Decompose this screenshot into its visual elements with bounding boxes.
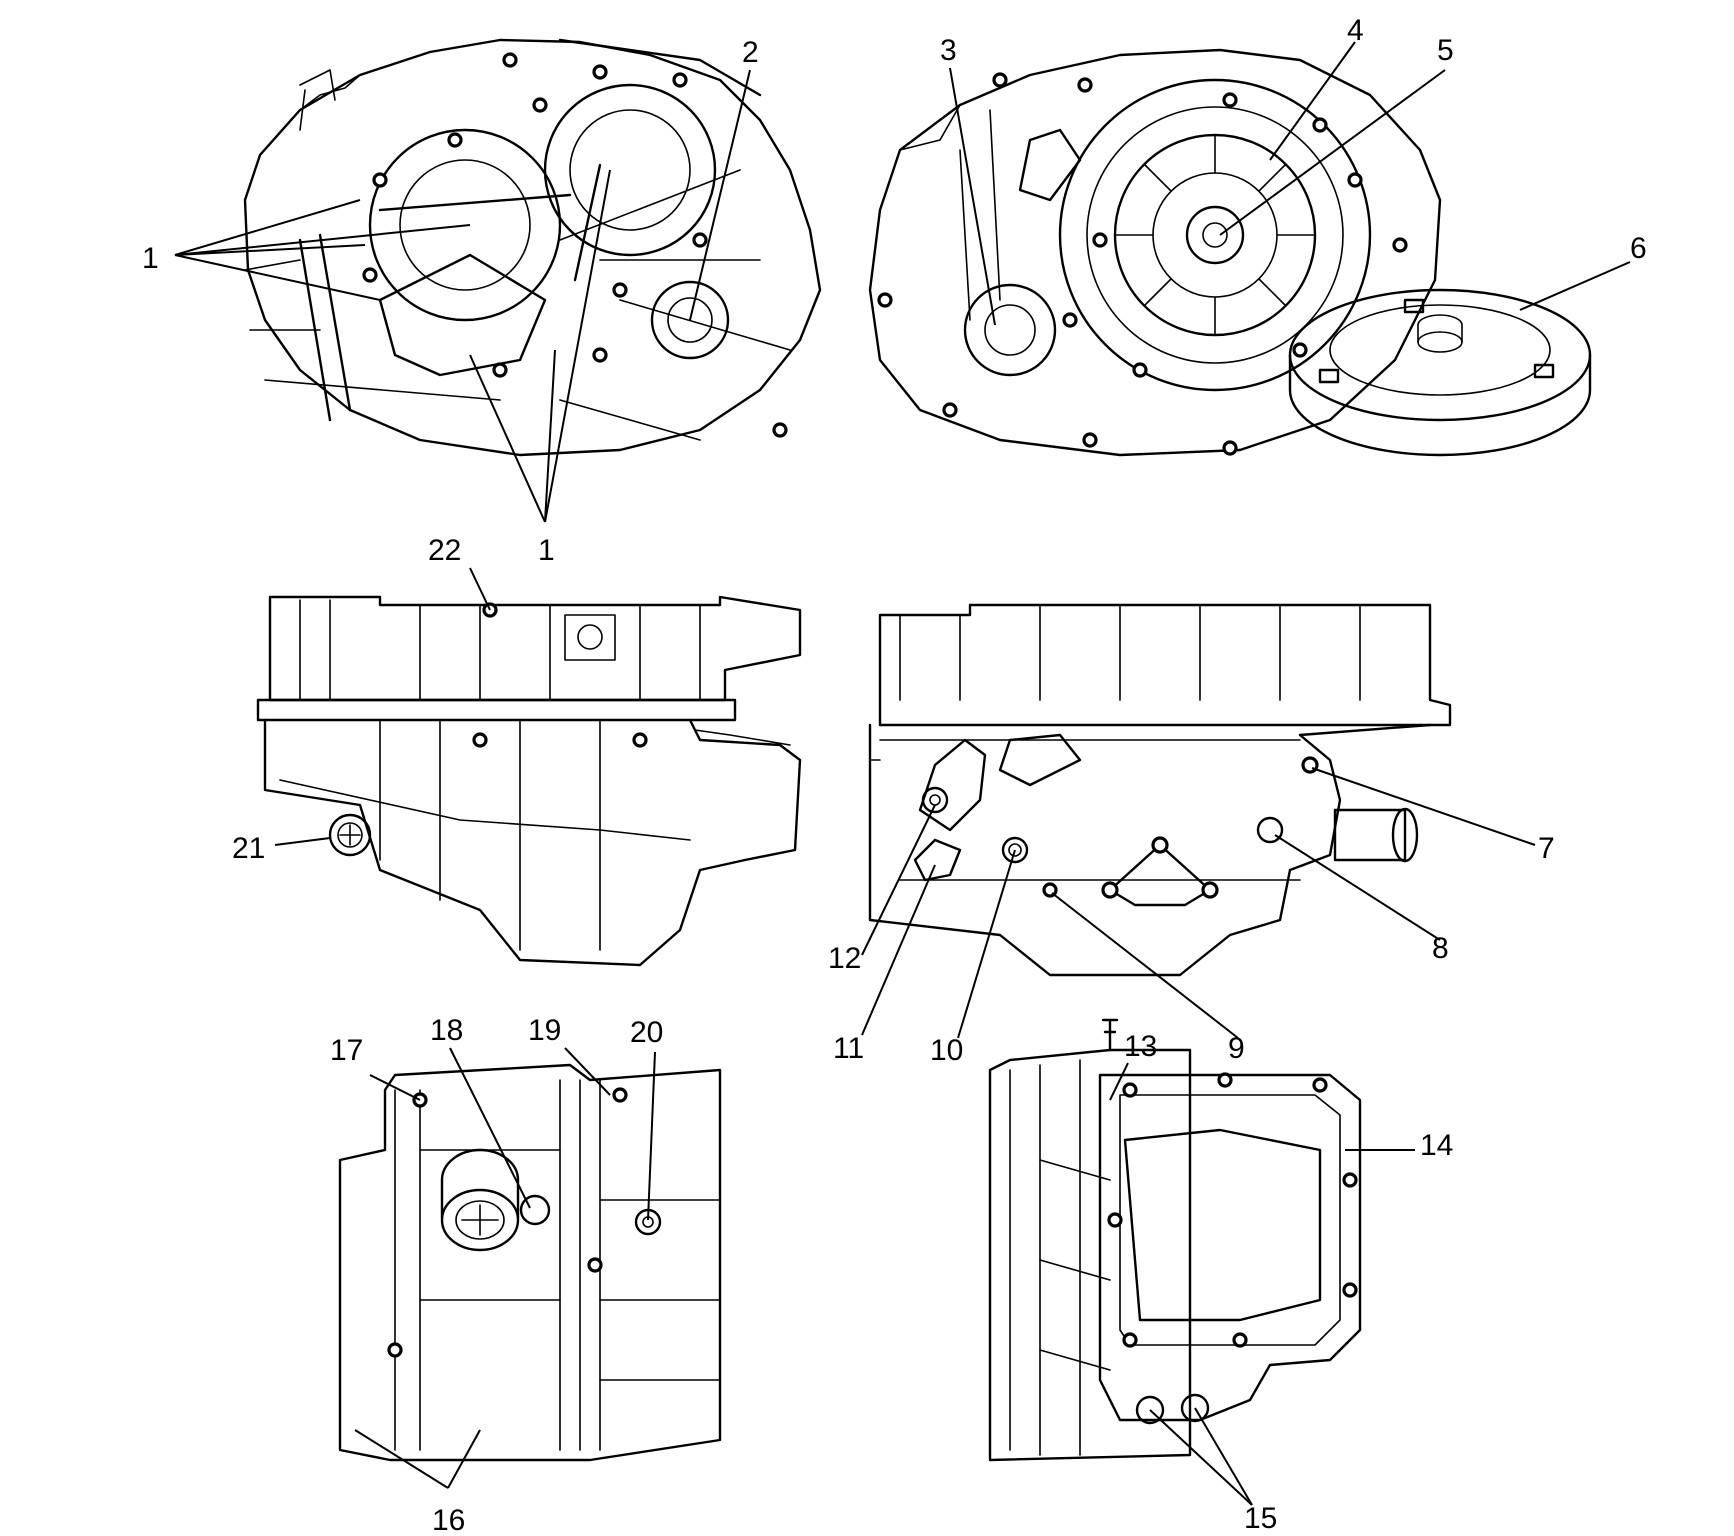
view-oil-pan bbox=[988, 1018, 1362, 1462]
callout-12: 12 bbox=[828, 942, 861, 975]
callout-4: 4 bbox=[1347, 14, 1364, 47]
view-left-side bbox=[243, 38, 822, 457]
callout-labels: 1 1 2 3 4 5 6 7 8 9 10 11 12 13 14 15 16… bbox=[142, 14, 1647, 1536]
leader-lines bbox=[174, 41, 1631, 1506]
callout-21: 21 bbox=[232, 832, 265, 865]
view-engine-side bbox=[868, 48, 1592, 457]
callout-22: 22 bbox=[428, 534, 461, 567]
callout-7: 7 bbox=[1538, 832, 1555, 865]
callout-6: 6 bbox=[1630, 232, 1647, 265]
callout-13: 13 bbox=[1124, 1030, 1157, 1063]
view-front bbox=[256, 595, 802, 967]
callout-1-upper: 1 bbox=[142, 242, 159, 275]
view-rear bbox=[868, 603, 1452, 977]
callout-19: 19 bbox=[528, 1014, 561, 1047]
callout-8: 8 bbox=[1432, 932, 1449, 965]
callout-15: 15 bbox=[1244, 1502, 1277, 1535]
callout-10: 10 bbox=[930, 1034, 963, 1067]
callout-16: 16 bbox=[432, 1504, 465, 1536]
callout-18: 18 bbox=[430, 1014, 463, 1047]
callout-14: 14 bbox=[1420, 1129, 1453, 1162]
view-side-lower bbox=[338, 1063, 722, 1462]
callout-1-lower: 1 bbox=[538, 534, 555, 567]
callout-9: 9 bbox=[1228, 1032, 1245, 1065]
callout-20: 20 bbox=[630, 1016, 663, 1049]
callout-17: 17 bbox=[330, 1034, 363, 1067]
callout-3: 3 bbox=[940, 34, 957, 67]
callout-2: 2 bbox=[742, 36, 759, 69]
torque-converter bbox=[1288, 288, 1592, 457]
callout-11: 11 bbox=[833, 1032, 864, 1065]
callout-5: 5 bbox=[1437, 34, 1454, 67]
